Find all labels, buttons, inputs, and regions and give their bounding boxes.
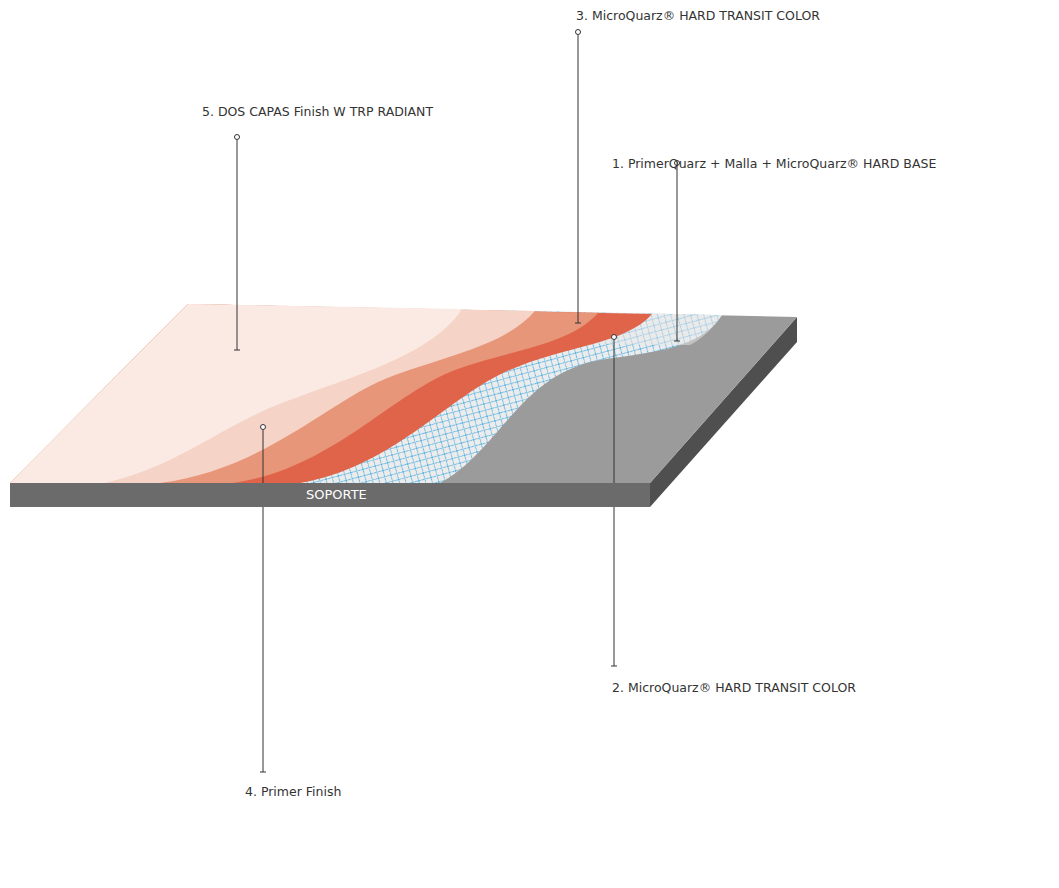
leader-lines: [234, 30, 680, 773]
color-layer-3: [10, 304, 598, 483]
callout-label: 3. MicroQuarz® HARD TRANSIT COLOR: [576, 8, 820, 24]
color-layer-2: [10, 304, 652, 483]
mesh-layer: [10, 304, 722, 483]
substrate-label: SOPORTE: [306, 483, 650, 507]
primer-finish-layer: [10, 304, 535, 483]
slab-top: [10, 304, 797, 483]
callout-label: 5. DOS CAPAS Finish W TRP RADIANT: [202, 104, 433, 120]
callout-label: 4. Primer Finish: [245, 784, 341, 800]
callout-label: 2. MicroQuarz® HARD TRANSIT COLOR: [612, 680, 856, 696]
finish-layer: [10, 304, 462, 483]
callout-label: 1. PrimerQuarz + Malla + MicroQuarz® HAR…: [612, 156, 936, 172]
substrate-band: SOPORTE: [10, 483, 650, 507]
